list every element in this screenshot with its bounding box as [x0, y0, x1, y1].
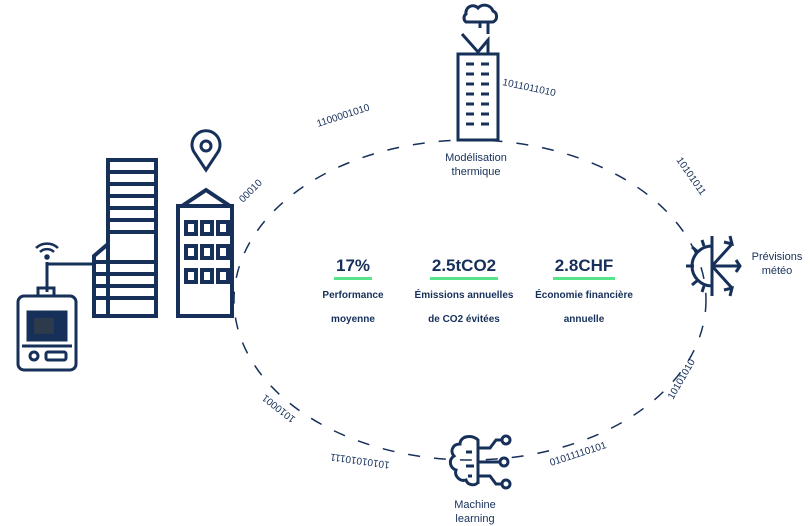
binary-top-left: 1100001010	[316, 102, 372, 130]
thermal-label-line2: thermique	[451, 166, 501, 178]
stat-savings-desc-line1: Économie financière	[535, 290, 633, 301]
stat-performance-desc-line1: Performance	[322, 290, 384, 301]
binary-left-lower: 1010001	[260, 391, 298, 424]
machine-learning-brain-icon	[448, 434, 512, 490]
thermal-building-icon	[456, 3, 500, 142]
wifi-icon	[35, 242, 59, 260]
stat-savings-desc-line2: annuelle	[563, 314, 605, 325]
stat-co2: 2.5tCO2 Émissions annuelles de CO2 évité…	[394, 256, 534, 332]
weather-label-line1: Prévisions	[751, 251, 803, 263]
thermal-model-label: Modélisation thermique	[420, 151, 532, 179]
ml-label-line2: learning	[455, 513, 495, 525]
thermal-label-line1: Modélisation	[445, 152, 507, 164]
buildings-icon	[92, 158, 234, 318]
stat-performance-value: 17%	[333, 256, 373, 280]
binary-right-upper: 10101011	[674, 155, 708, 198]
weather-snow-sun-icon	[686, 235, 742, 297]
weather-label-line2: météo	[761, 265, 793, 277]
weather-forecast-label: Prévisions météo	[744, 250, 810, 278]
binary-top-right: 1011011010	[501, 77, 557, 99]
binary-bottom-right: 01011110101	[549, 440, 609, 469]
stat-savings-value: 2.8CHF	[552, 256, 616, 280]
stat-performance-desc-line2: moyenne	[331, 314, 375, 325]
stat-co2-desc-line2: de CO2 évitées	[428, 314, 500, 325]
sensor-device-icon	[16, 262, 96, 372]
stat-co2-value: 2.5tCO2	[429, 256, 499, 280]
stat-performance: 17% Performance moyenne	[283, 256, 423, 332]
machine-learning-label: Machine learning	[432, 498, 518, 526]
stat-co2-desc-line1: Émissions annuelles	[414, 290, 514, 301]
binary-left-building: 00010	[237, 177, 265, 205]
binary-right-lower: 10101010	[666, 357, 698, 401]
stat-savings: 2.8CHF Économie financière annuelle	[514, 256, 654, 332]
location-pin-icon	[190, 129, 222, 173]
binary-bottom-left: 10101010111	[329, 451, 390, 470]
ml-label-line1: Machine	[454, 499, 496, 511]
